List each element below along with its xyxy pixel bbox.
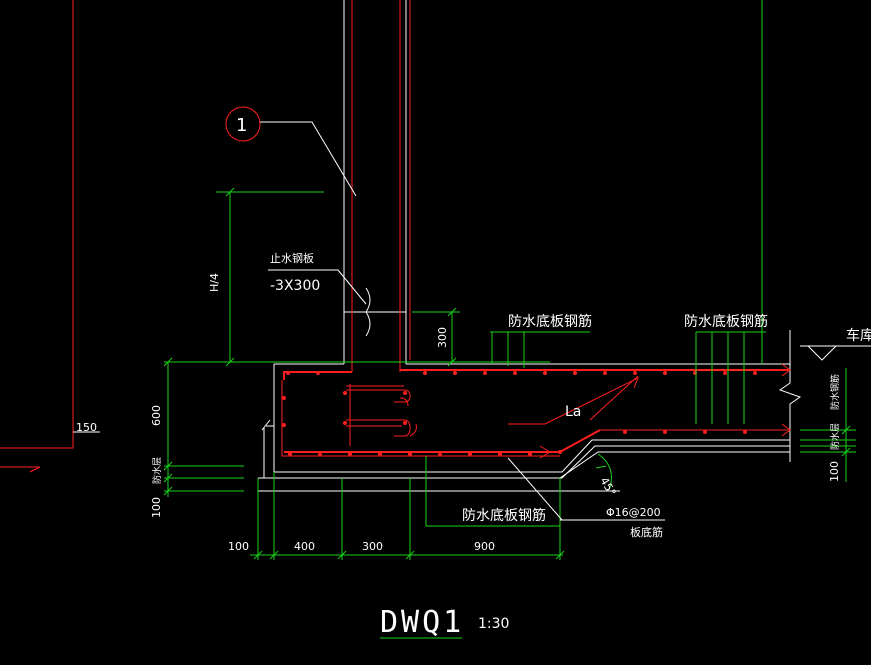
callout-1 [225, 106, 357, 197]
anchor-length-label: La [565, 404, 581, 420]
bottom-bar-spec: Φ16@200 [606, 506, 661, 519]
bottom-bar-name: 板底筋 [630, 525, 663, 539]
water-stop-size: -3X300 [270, 278, 320, 294]
waterproof-layer-left: 防水层 [151, 457, 163, 484]
dim-400: 400 [294, 540, 315, 553]
left-adjacent-wall [0, 0, 100, 473]
dim-150: 150 [76, 421, 97, 434]
angle-label: 45° [597, 475, 618, 498]
garage-level-symbol [800, 345, 871, 361]
water-stop-label: 止水钢板 [270, 251, 314, 265]
upper-right-wall [409, 0, 763, 364]
dim-100-right: 100 [828, 461, 841, 482]
dim-300-bottom: 300 [362, 540, 383, 553]
dim-300-vertical: 300 [436, 327, 449, 348]
rebar [281, 0, 791, 459]
dim-900: 900 [474, 540, 495, 553]
rebar-dots [282, 371, 757, 456]
right-label-upper: 防水钢筋 [829, 374, 841, 410]
drawing-title: DWQ1 [380, 605, 464, 640]
dim-100-left: 100 [150, 497, 163, 518]
dim-100-bottom: 100 [228, 540, 249, 553]
waterproof-rebar-label-top-1: 防水底板钢筋 [508, 313, 592, 330]
callout-number: 1 [236, 115, 247, 136]
garage-label: 车库 [846, 327, 871, 344]
waterproof-rebar-label-top-2: 防水底板钢筋 [684, 313, 768, 330]
drawing-scale: 1:30 [478, 616, 509, 632]
dim-600: 600 [150, 405, 163, 426]
dim-h-over-4: H/4 [208, 273, 221, 292]
wall-outline [258, 0, 802, 492]
dimension-lines [163, 187, 856, 639]
water-stop-leader [268, 269, 367, 305]
right-label-lower: 防水层 [829, 423, 841, 450]
waterproof-rebar-label-bottom: 防水底板钢筋 [462, 507, 546, 524]
